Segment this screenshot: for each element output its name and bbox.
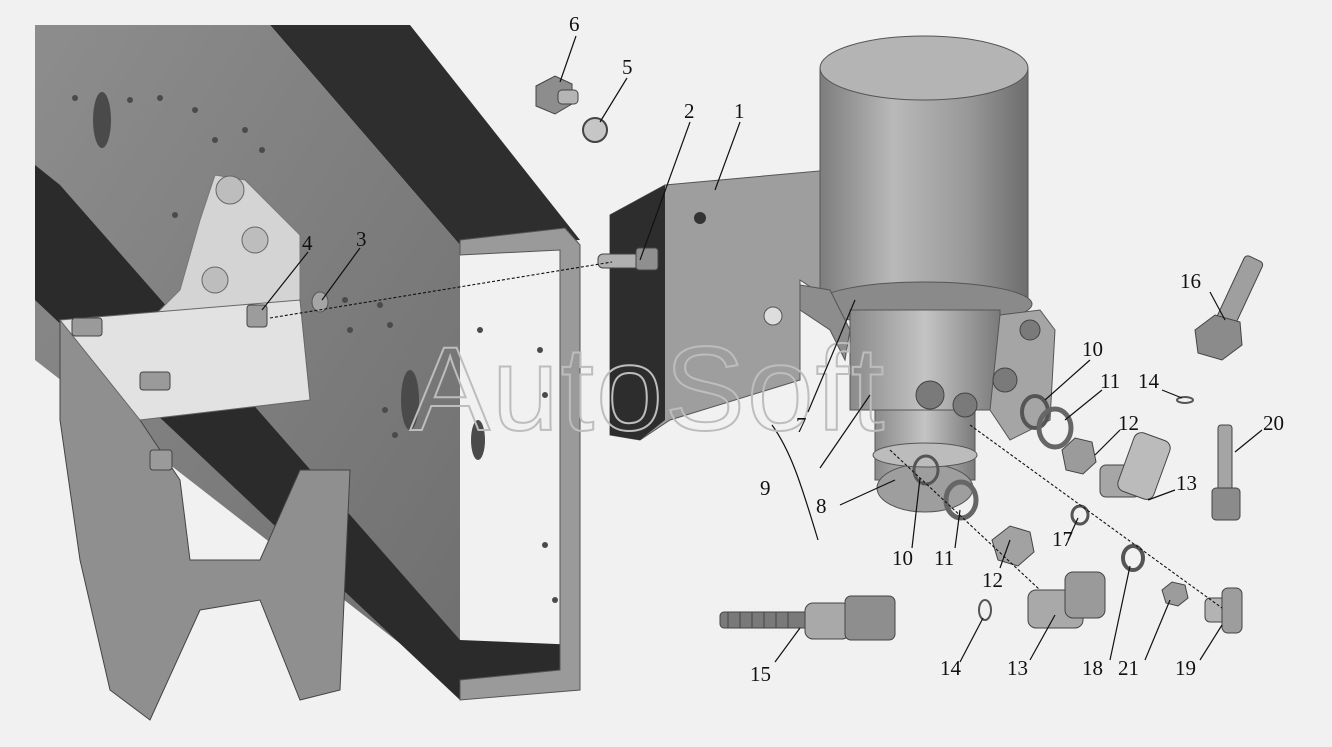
- callout-5: 5: [622, 55, 633, 79]
- callout-3: 3: [356, 227, 367, 251]
- callout-13-upper: 13: [1176, 471, 1197, 495]
- callout-13-lower: 13: [1007, 656, 1028, 680]
- nut-21: [1161, 581, 1189, 607]
- callout-19: 19: [1175, 656, 1196, 680]
- callout-7: 7: [796, 413, 807, 437]
- callout-21: 21: [1118, 656, 1139, 680]
- callout-14-upper: 14: [1138, 369, 1160, 393]
- callout-10-lower: 10: [892, 546, 913, 570]
- nut-4: [246, 304, 268, 328]
- callout-15: 15: [750, 662, 771, 686]
- o-ring-14-upper: [1176, 396, 1194, 404]
- callout-12-lower: 12: [982, 568, 1003, 592]
- wire-9: [771, 424, 819, 541]
- watermark: AutoSoft: [410, 322, 886, 456]
- seal-17: [1070, 504, 1090, 526]
- callout-9: 9: [760, 476, 771, 500]
- elbow-13-upper: [1099, 432, 1171, 500]
- fitting-16: [1194, 255, 1264, 361]
- nut-12-upper: [1061, 437, 1097, 475]
- elbow-19: [1204, 587, 1243, 634]
- assembly-axis-upper: [269, 261, 613, 319]
- callout-11-lower: 11: [934, 546, 954, 570]
- mounting-bracket: [597, 169, 831, 441]
- assembly-axis-right: [969, 424, 1223, 609]
- callout-8: 8: [816, 494, 827, 518]
- callout-16: 16: [1180, 269, 1201, 293]
- leader-lines: [261, 35, 1263, 663]
- pipe-20: [1211, 424, 1241, 521]
- washer-11-upper: [1036, 406, 1074, 450]
- callout-4: 4: [302, 231, 313, 255]
- callout-14-lower: 14: [940, 656, 962, 680]
- elbow-13-lower: [1027, 571, 1106, 629]
- callout-10-upper: 10: [1082, 337, 1103, 361]
- callout-1: 1: [734, 99, 745, 123]
- washer-11-lower: [943, 479, 979, 521]
- callout-11-upper: 11: [1100, 369, 1120, 393]
- assembly-axis-lower: [889, 449, 1041, 591]
- seal-ring-10-lower: [912, 454, 940, 486]
- seal-18: [1121, 544, 1145, 572]
- callout-20: 20: [1263, 411, 1284, 435]
- callout-12-upper: 12: [1118, 411, 1139, 435]
- callout-18: 18: [1082, 656, 1103, 680]
- o-ring-14-lower: [978, 599, 992, 621]
- callout-2: 2: [684, 99, 695, 123]
- heater-15: [719, 595, 896, 641]
- frame-rail: [35, 25, 581, 721]
- nut-12-lower: [991, 525, 1035, 567]
- callout-17: 17: [1052, 527, 1073, 551]
- callout-6: 6: [569, 12, 580, 36]
- washer-5: [582, 117, 608, 143]
- callout-labels: 6 5 2 1 3 4 7 8 9 10 11 12 13 14 16 20 1…: [302, 12, 1284, 686]
- bolt-6: [535, 75, 579, 115]
